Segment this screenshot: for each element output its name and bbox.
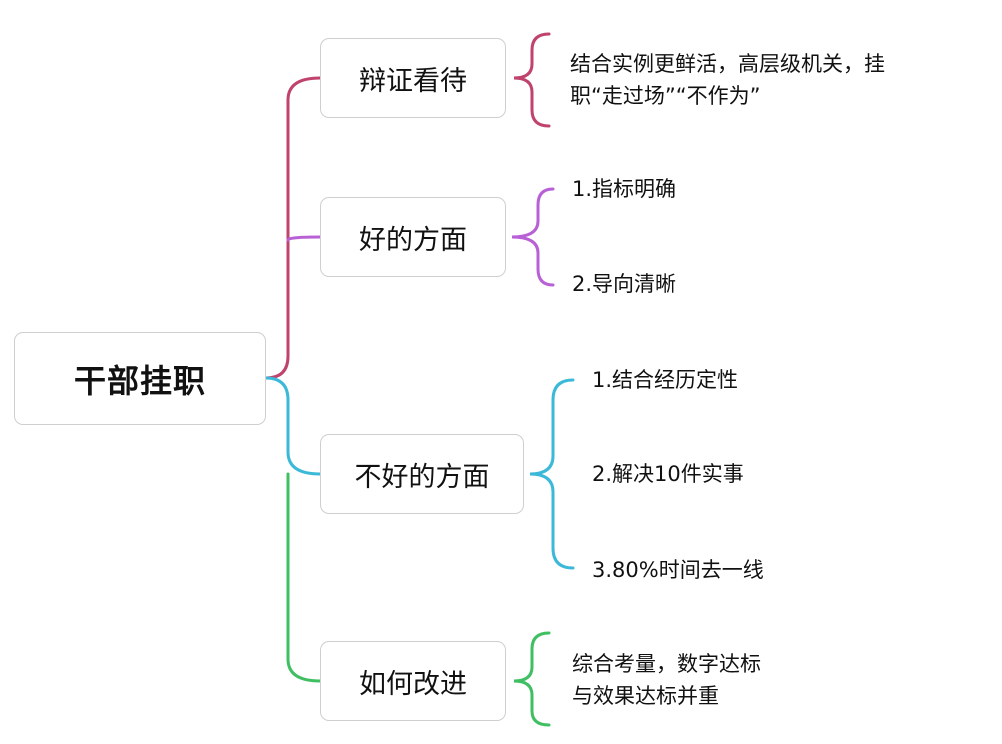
leaf-buhaode-2[interactable]: 2.解决10件实事 [592,458,744,490]
bracket-buhaode [529,378,575,570]
connector-root-to-bianzheng [264,76,322,380]
root-label: 干部挂职 [73,361,206,400]
leaf-haode-1[interactable]: 1.指标明确 [572,173,676,205]
bracket-bianzheng [513,32,551,128]
branch-node-bianzheng[interactable]: 辩证看待 [320,38,506,118]
root-node[interactable]: 干部挂职 [14,332,266,425]
leaf-buhaode-3[interactable]: 3.80%时间去一线 [592,554,764,586]
leaf-buhaode-1[interactable]: 1.结合经历定性 [592,364,738,396]
leaf-text-line: 与效果达标并重 [572,684,719,708]
leaf-text-line: 1.指标明确 [572,177,677,201]
leaf-bianzheng-note[interactable]: 结合实例更鲜活，高层级机关，挂 职“走过场”“不作为” [570,48,885,112]
leaf-text-line: 3.80%时间去一线 [592,558,764,582]
leaf-text-line: 2.导向清晰 [572,272,677,296]
branch-node-buhaode[interactable]: 不好的方面 [320,434,524,514]
branch-node-ruhe[interactable]: 如何改进 [320,641,506,721]
leaf-text-line: 职“走过场”“不作为” [570,84,761,108]
leaf-text-line: 1.结合经历定性 [592,368,739,392]
bracket-haode [511,187,555,287]
leaf-haode-2[interactable]: 2.导向清晰 [572,268,676,300]
branch-label: 如何改进 [359,668,467,700]
branch-label: 辩证看待 [359,65,467,97]
connector-root-to-buhaode [264,376,322,476]
leaf-text-line: 综合考量，数字达标 [572,652,761,676]
bracket-ruhe [513,631,551,727]
branch-node-haode[interactable]: 好的方面 [320,197,506,277]
branch-label: 好的方面 [359,224,467,256]
connector-root-to-ruhe [286,472,322,683]
leaf-text-line: 结合实例更鲜活，高层级机关，挂 [570,52,885,76]
leaf-ruhe-note[interactable]: 综合考量，数字达标 与效果达标并重 [572,648,761,712]
leaf-text-line: 2.解决10件实事 [592,462,744,486]
connector-root-to-haode [286,235,322,242]
branch-label: 不好的方面 [354,461,490,493]
